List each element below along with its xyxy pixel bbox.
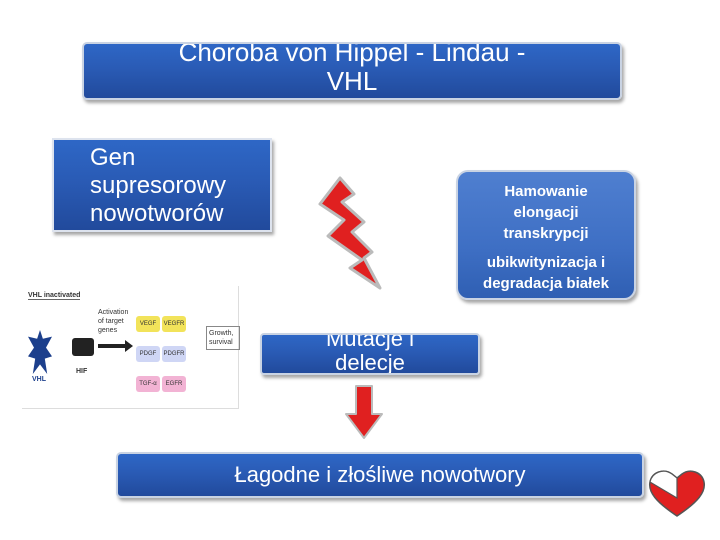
gene-box: Gen supresorowy nowotworów bbox=[52, 138, 272, 232]
receptor-chip-3: EGFR bbox=[162, 376, 186, 392]
activation-arrow-icon bbox=[98, 344, 126, 348]
receptor-chip-2: PDGFR bbox=[162, 346, 186, 362]
target-chip-2: PDGF bbox=[136, 346, 160, 362]
gene-line-3: nowotworów bbox=[90, 200, 270, 228]
mutation-line-1: Mutacje i bbox=[262, 333, 478, 351]
vhl-label: VHL bbox=[32, 376, 46, 383]
heart-icon bbox=[646, 468, 708, 520]
function-line-2: elongacji bbox=[458, 202, 634, 223]
activation-arrowhead-icon bbox=[125, 340, 133, 352]
effect-label: Growth, survival bbox=[206, 326, 240, 350]
function-line-1: Hamowanie bbox=[458, 181, 634, 202]
gene-line-2: supresorowy bbox=[90, 172, 270, 200]
hif-label: HIF bbox=[76, 368, 87, 375]
down-arrow-icon bbox=[344, 384, 384, 440]
target-chip-3: TGF-α bbox=[136, 376, 160, 392]
lightning-bolt-icon bbox=[318, 176, 386, 292]
title-line-1: Choroba von Hippel - Lindau - bbox=[84, 42, 620, 67]
receptor-chip-1: VEGFR bbox=[162, 316, 186, 332]
hif-complex-icon bbox=[72, 338, 94, 356]
target-chip-1: VEGF bbox=[136, 316, 160, 332]
vhl-burst-icon bbox=[28, 330, 52, 374]
function-line-4: ubikwitynizacja i bbox=[458, 252, 634, 273]
activation-label: Activation of target genes bbox=[98, 308, 134, 335]
figure-header: VHL inactivated bbox=[28, 292, 80, 300]
outcome-box: Łagodne i złośliwe nowotwory bbox=[116, 452, 644, 498]
gene-line-1: Gen bbox=[90, 144, 270, 172]
outcome-label: Łagodne i złośliwe nowotwory bbox=[234, 462, 525, 487]
title-line-2: VHL bbox=[84, 67, 620, 96]
function-line-5: degradacja białek bbox=[458, 273, 634, 294]
title-banner: Choroba von Hippel - Lindau - VHL bbox=[82, 42, 622, 100]
function-box: Hamowanie elongacji transkrypcji ubikwit… bbox=[456, 170, 636, 300]
mutation-box: Mutacje i delecje bbox=[260, 333, 480, 375]
function-line-3: transkrypcji bbox=[458, 223, 634, 244]
vhl-pathway-figure: VHL inactivated VHL HIF Activation of ta… bbox=[22, 286, 239, 409]
mutation-line-2: delecje bbox=[262, 351, 478, 375]
